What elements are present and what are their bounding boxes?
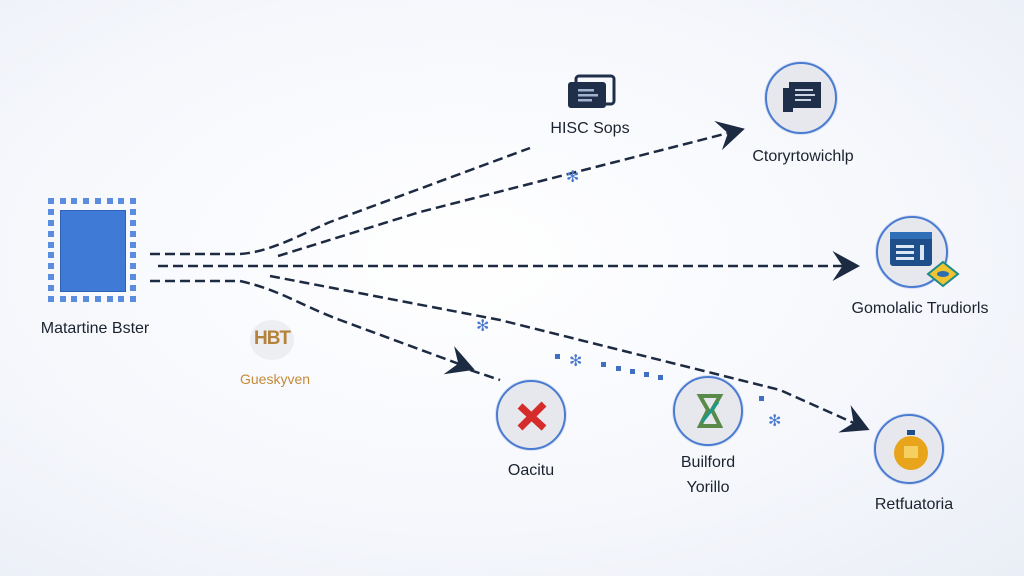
knot-icon xyxy=(696,394,724,428)
node-label: Retfuatoria xyxy=(874,496,954,513)
frame-dot xyxy=(94,296,101,302)
node-label: Ctoryrtowichlp xyxy=(752,148,854,165)
line-to-oacitu xyxy=(150,279,475,375)
badge-circle xyxy=(250,320,294,360)
frame-dot xyxy=(118,198,125,204)
line-to-oacitu-tail xyxy=(469,368,501,382)
frame-dot xyxy=(71,198,78,204)
document-chat-icon xyxy=(783,82,821,112)
frame-dot xyxy=(48,274,54,281)
frame-dot xyxy=(71,296,78,302)
connector-dot xyxy=(601,362,606,367)
frame-dot xyxy=(48,230,54,237)
line-to-hisc xyxy=(150,146,531,256)
frame-dot xyxy=(48,252,54,259)
connector-dot xyxy=(759,396,764,401)
frame-dot xyxy=(130,252,136,259)
frame-dot xyxy=(130,263,136,270)
line-to-retf xyxy=(269,274,870,433)
frame-dot xyxy=(130,230,136,237)
gold-medal-icon xyxy=(894,430,928,470)
frame-dot xyxy=(59,198,66,204)
gear-icon: ✻ xyxy=(476,316,489,335)
browser-window-icon xyxy=(890,232,932,266)
frame-dot xyxy=(83,198,90,204)
source-label: Matartine Bster xyxy=(40,320,150,337)
frame-dot xyxy=(48,198,54,204)
gear-icon: ✻ xyxy=(569,351,582,370)
frame-dot xyxy=(130,274,136,281)
connector-dot xyxy=(644,372,649,377)
frame-dot xyxy=(106,296,113,302)
node-builford[interactable] xyxy=(673,376,743,446)
node-corp[interactable] xyxy=(765,62,837,134)
node-label: Oacitu xyxy=(507,462,555,479)
frame-dot xyxy=(48,241,54,248)
frame-dot xyxy=(130,208,136,215)
frame-dot xyxy=(130,296,136,302)
gear-icon: ✻ xyxy=(768,411,781,430)
node-label: Gomolalic Trudiorls xyxy=(851,300,989,317)
frame-dot xyxy=(48,219,54,226)
gear-icon: ✻ xyxy=(566,167,579,186)
frame-dot xyxy=(48,285,54,292)
connector-dot xyxy=(630,369,635,374)
node-oacitu[interactable] xyxy=(496,380,566,450)
cards-icon xyxy=(568,74,616,108)
frame-dot xyxy=(118,296,125,302)
frame-dot xyxy=(94,198,101,204)
source-node[interactable] xyxy=(46,196,138,304)
frame-dot xyxy=(59,296,66,302)
frame-dot xyxy=(48,296,54,302)
badge-label: Gueskyven xyxy=(239,371,311,387)
chip-board-icon xyxy=(60,210,126,292)
x-mark-icon xyxy=(517,401,547,431)
diamond-badge-icon xyxy=(926,260,960,288)
node-label: HISC Sops xyxy=(550,120,630,137)
frame-dot xyxy=(130,219,136,226)
node-retf[interactable] xyxy=(874,414,944,484)
frame-dot xyxy=(83,296,90,302)
frame-dot xyxy=(130,285,136,292)
frame-dot xyxy=(48,263,54,270)
frame-dot xyxy=(106,198,113,204)
frame-dot xyxy=(48,208,54,215)
line-to-corp xyxy=(277,121,745,258)
frame-dot xyxy=(130,198,136,204)
connector-dot xyxy=(616,366,621,371)
node-label-line2: Yorillo xyxy=(686,479,730,496)
badge-initials: HBT xyxy=(253,328,291,349)
frame-dot xyxy=(130,241,136,248)
connector-dot xyxy=(658,375,663,380)
node-label: Builford xyxy=(680,454,736,471)
connector-dot xyxy=(555,354,560,359)
